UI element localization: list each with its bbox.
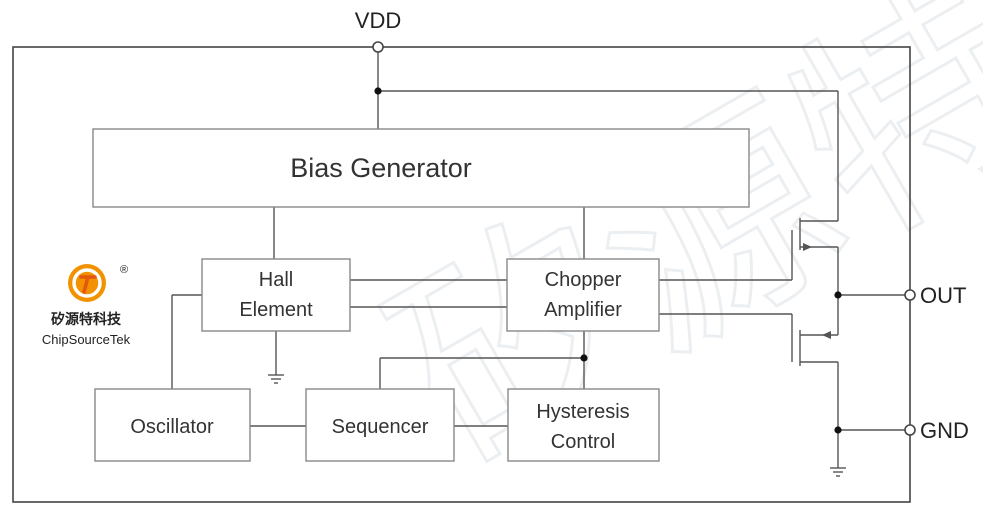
gnd-pin-label: GND — [920, 418, 969, 443]
chopper-amplifier-block — [506, 258, 660, 332]
bias-generator-label: Bias Generator — [290, 153, 472, 183]
chopper-label-line2: Amplifier — [544, 299, 622, 321]
junction-dot — [580, 354, 588, 362]
hall-label-line1: Hall — [259, 269, 293, 291]
hysteresis-label-line2: Control — [551, 431, 615, 453]
hall-label-line2: Element — [239, 299, 313, 321]
junction-dot — [374, 87, 382, 95]
vdd-pin-label: VDD — [355, 8, 401, 33]
out-pin-label: OUT — [920, 283, 966, 308]
oscillator-label: Oscillator — [130, 416, 214, 438]
logo-english-name: ChipSourceTek — [42, 332, 131, 347]
chip-outline — [12, 46, 911, 503]
logo-chinese-name: 矽源特科技 — [51, 311, 122, 328]
junction-dot — [834, 426, 842, 434]
lower-transistor-arrow-icon — [822, 331, 831, 339]
hysteresis-control-block — [507, 388, 660, 462]
out-pin-terminal — [904, 289, 916, 301]
wiring — [171, 52, 905, 477]
upper-transistor-arrow-icon — [803, 243, 812, 251]
gnd-pin-terminal — [904, 424, 916, 436]
hall-element-block — [201, 258, 351, 332]
junction-dot — [834, 291, 842, 299]
sequencer-label: Sequencer — [332, 416, 429, 438]
vdd-pin-terminal — [372, 41, 384, 53]
hysteresis-label-line1: Hysteresis — [536, 401, 629, 423]
junctions — [374, 87, 842, 434]
company-logo: ® 矽源特科技 ChipSourceTek — [42, 264, 131, 347]
chopper-label-line1: Chopper — [545, 269, 622, 291]
sequencer-block — [305, 388, 455, 462]
registered-mark: ® — [120, 264, 128, 276]
bias-generator-block — [92, 128, 750, 208]
oscillator-block — [94, 388, 251, 462]
